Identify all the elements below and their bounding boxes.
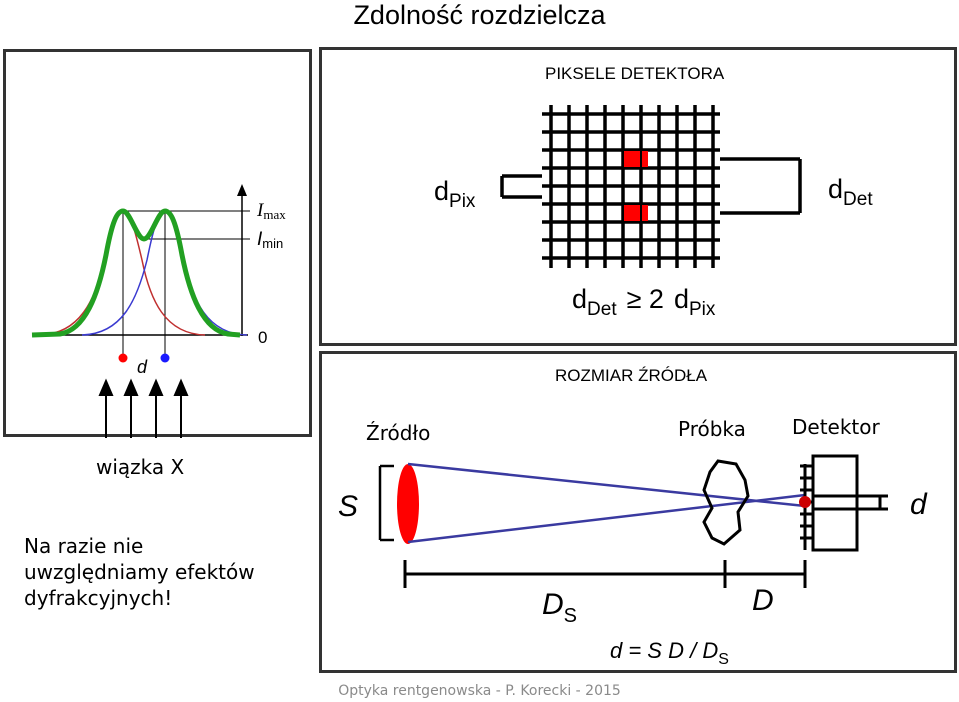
d-label: d xyxy=(137,357,148,377)
pixels-heading: PIKSELE DETEKTORA xyxy=(545,64,725,83)
detector-label: Detektor xyxy=(792,415,880,439)
sample-shape xyxy=(702,459,750,546)
zero-label: 0 xyxy=(258,328,267,347)
d-output-label: d xyxy=(910,488,928,521)
detector-assembly xyxy=(800,454,888,552)
s-label: S xyxy=(338,490,358,523)
source-label: Źródło xyxy=(366,421,431,445)
dpix-bracket xyxy=(500,174,542,199)
intensity-panel xyxy=(3,49,312,437)
ddet-label: dDet xyxy=(828,174,873,210)
blue-point xyxy=(160,353,170,363)
sample-label: Próbka xyxy=(678,417,746,441)
diffraction-note: Na razie nie uwzględniamy efektów dyfrak… xyxy=(24,534,255,610)
red-pixel-bottom-right xyxy=(642,205,648,221)
red-pixel-top xyxy=(624,151,640,167)
beam-label: wiązka X xyxy=(96,455,185,479)
imin-label: Imin xyxy=(257,229,283,251)
ray-top xyxy=(407,462,806,508)
source-geometry-figure: S d DS D d = S D / DS xyxy=(338,454,928,668)
footer: Optyka rentgenowska - P. Korecki - 2015 xyxy=(338,683,621,699)
distance-lines xyxy=(403,560,807,588)
red-pixel-bottom xyxy=(624,205,640,221)
imax-label: Imax xyxy=(256,200,286,222)
pixel-grid xyxy=(542,105,720,268)
source-ellipse xyxy=(397,464,419,544)
s-bracket xyxy=(378,464,394,542)
ds-label: DS xyxy=(542,588,577,627)
red-point xyxy=(118,353,128,363)
D-label: D xyxy=(752,584,774,617)
intensity-graph: Imax Imin 0 d xyxy=(31,184,286,438)
slide-title: Zdolność rozdzielcza xyxy=(353,0,606,30)
ddet-bracket xyxy=(720,157,802,215)
pixels-panel xyxy=(319,47,957,346)
source-panel xyxy=(319,351,957,673)
ray-bottom xyxy=(407,493,806,544)
source-heading: ROZMIAR ŹRÓDŁA xyxy=(555,366,708,385)
detector-spot xyxy=(799,496,811,508)
source-formula: d = S D / DS xyxy=(610,638,729,668)
red-pixel-top-right xyxy=(642,151,648,167)
dpix-label: dPix xyxy=(434,176,476,212)
sum-curve xyxy=(31,208,241,338)
beam-arrows xyxy=(98,378,189,438)
intensity-axis-arrow xyxy=(237,184,247,196)
